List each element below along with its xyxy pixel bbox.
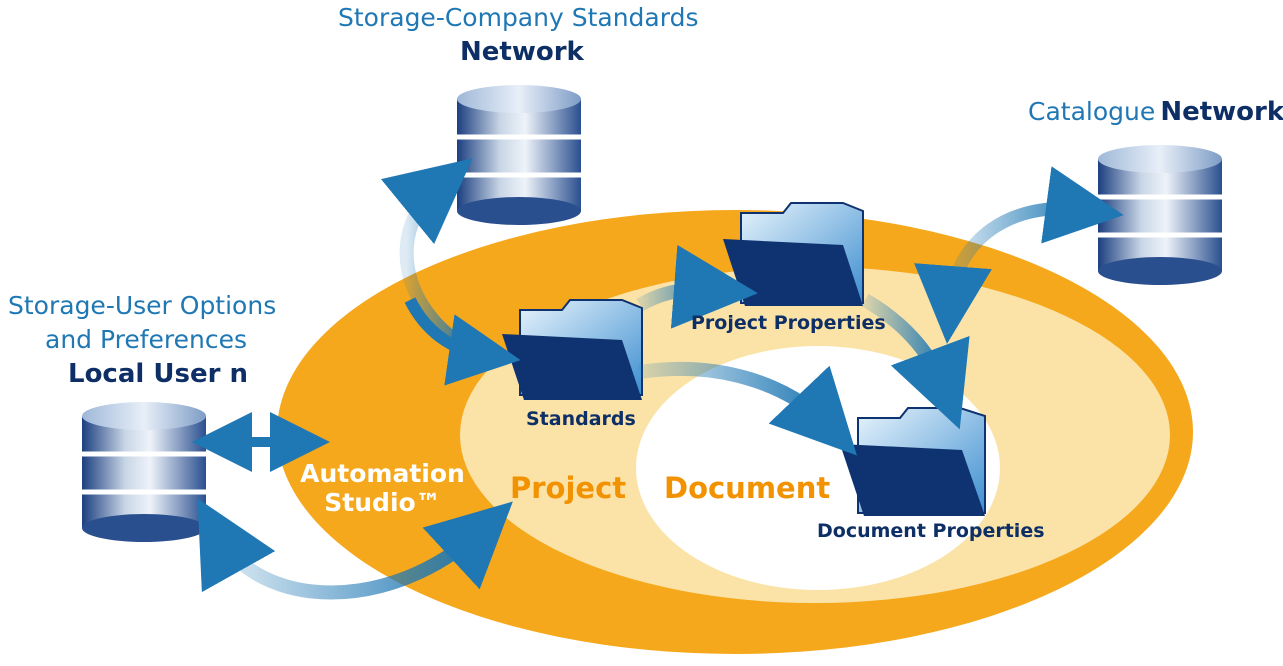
arrow-project-to-document xyxy=(861,293,970,430)
arrow-company-to-standards-head xyxy=(404,297,521,386)
folder-icon xyxy=(840,407,986,516)
folder-label-document-properties: Document Properties xyxy=(817,520,1045,542)
automation-studio-label: Automation Studio™ xyxy=(300,459,465,518)
folder-label-standards: Standards xyxy=(526,408,636,430)
database-icon xyxy=(82,402,206,542)
local-user-name: Local User n xyxy=(68,359,248,389)
arrow-local-to-project xyxy=(197,498,513,600)
folder-label-project-properties: Project Properties xyxy=(691,312,886,334)
local-user-line1: Storage-User Options xyxy=(8,291,277,320)
catalogue-network: Network xyxy=(1160,97,1283,127)
catalogue-heading: Catalogue Network xyxy=(1028,97,1283,128)
catalogue-title: Catalogue xyxy=(1028,97,1156,126)
database-icon xyxy=(457,85,581,225)
storage-company-network: Network xyxy=(460,37,584,67)
folder-icon xyxy=(502,299,643,400)
arrow-catalogue-link xyxy=(914,166,1124,344)
folder-icon xyxy=(723,202,864,306)
storage-company-title: Storage-Company Standards xyxy=(338,3,699,32)
automation-line2: Studio™ xyxy=(324,487,441,517)
arrow-standards-to-project xyxy=(636,244,758,329)
project-zone-label: Project xyxy=(510,471,627,505)
local-user-line2: and Preferences xyxy=(45,325,248,354)
automation-line1: Automation xyxy=(300,459,465,488)
arrow-standards-to-document xyxy=(638,362,857,456)
document-zone-label: Document xyxy=(664,471,831,505)
database-icon xyxy=(1098,145,1222,285)
